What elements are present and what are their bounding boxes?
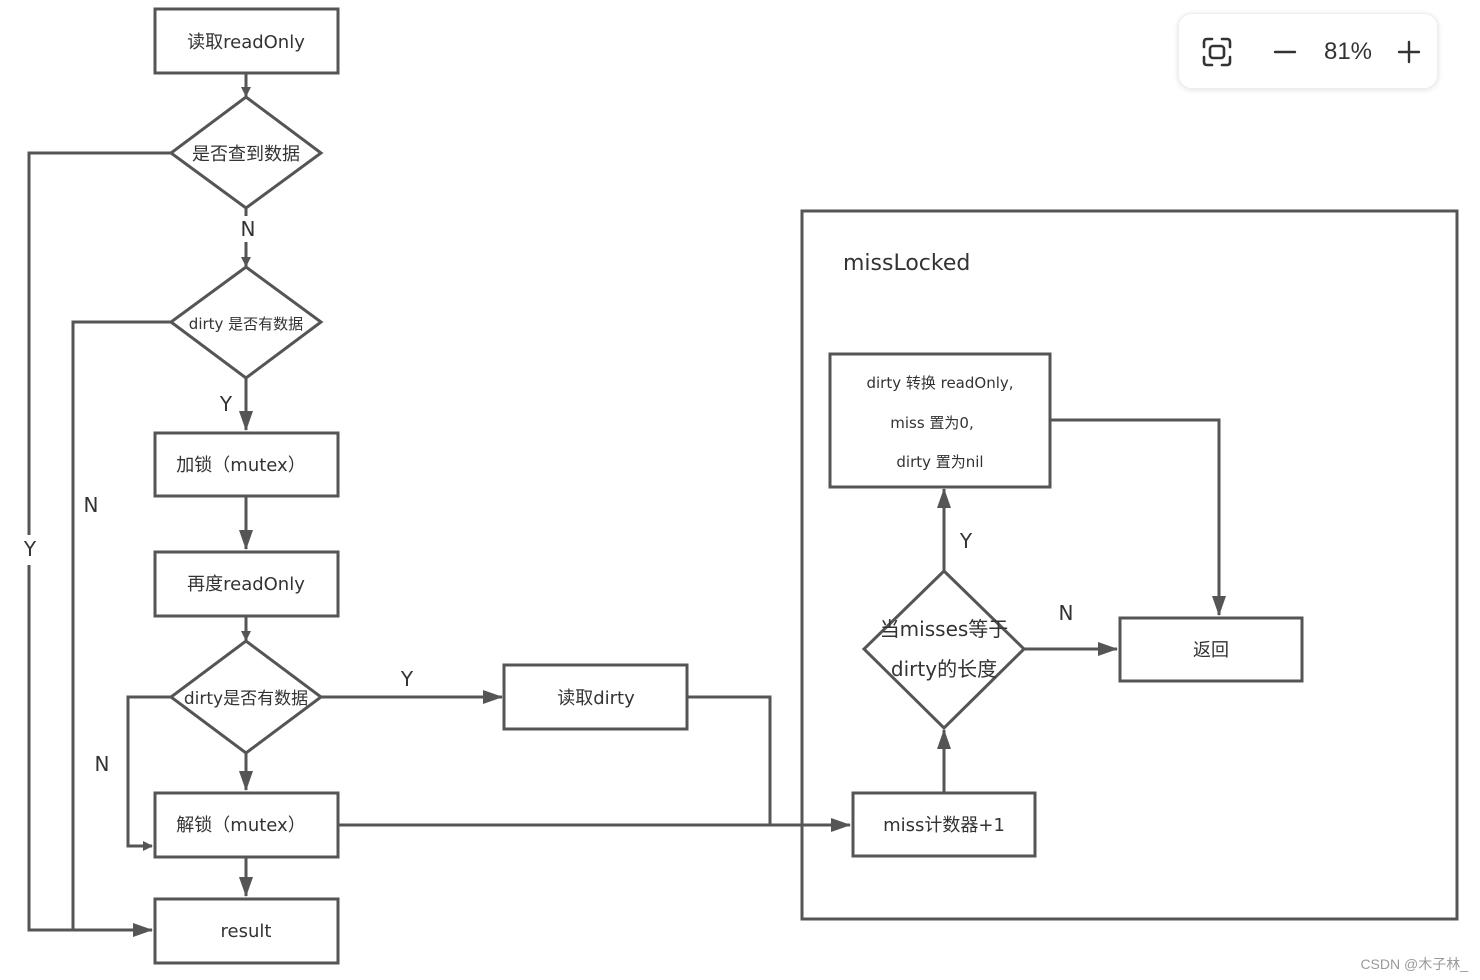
zoom-out-button[interactable]: [1265, 32, 1305, 72]
fit-screen-icon: [1202, 37, 1232, 67]
label-found-yes: Y: [23, 537, 37, 561]
label-dirty2-no: N: [95, 752, 110, 776]
watermark: CSDN @木子林_: [1360, 956, 1468, 972]
node-found-data-label: 是否查到数据: [192, 144, 300, 165]
node-result-label: result: [221, 921, 272, 942]
node-dirty-has-data: [168, 265, 324, 380]
label-dirty-no: N: [84, 493, 99, 517]
node-dirty-has-data-2-label: dirty是否有数据: [184, 689, 308, 709]
node-promote-dirty-label-2: miss 置为0,: [890, 414, 974, 432]
node-miss-counter-label: miss计数器+1: [883, 815, 1005, 836]
misslocked-group: [800, 209, 1459, 921]
edges: [27, 73, 1226, 937]
node-result: [153, 897, 340, 965]
node-read-readonly-label: 读取readOnly: [187, 32, 305, 53]
plus-icon: [1397, 40, 1421, 64]
node-reread-readonly: [153, 550, 340, 618]
fit-screen-button[interactable]: [1197, 32, 1237, 72]
node-lock-mutex-label: 加锁（mutex）: [176, 455, 305, 476]
node-promote-dirty-label-3: dirty 置为nil: [896, 453, 983, 471]
node-dirty-has-data-label: dirty 是否有数据: [189, 315, 303, 333]
node-promote-dirty-label-1: dirty 转换 readOnly,: [866, 374, 1013, 392]
label-found-no: N: [241, 217, 256, 241]
node-found-data: [168, 95, 324, 210]
label-dirty2-yes: Y: [400, 667, 414, 691]
label-dirty-yes: Y: [219, 392, 233, 416]
minus-icon: [1273, 50, 1297, 54]
node-dirty-has-data-2: [168, 639, 324, 755]
node-miss-counter: [851, 791, 1037, 858]
zoom-in-button[interactable]: [1389, 32, 1429, 72]
node-read-dirty: [502, 663, 689, 731]
zoom-toolbar: 81%: [1178, 13, 1438, 89]
edge-readdirty-to-miss: [688, 695, 772, 825]
node-return-label: 返回: [1193, 640, 1229, 661]
node-unlock-mutex-label: 解锁（mutex）: [176, 815, 305, 836]
edge-promote-to-return: [1051, 418, 1226, 616]
node-return: [1118, 616, 1304, 683]
node-misses-eq-label-2: dirty的长度: [891, 657, 997, 681]
node-read-dirty-label: 读取dirty: [557, 688, 635, 709]
node-reread-readonly-label: 再度readOnly: [187, 574, 305, 595]
node-misses-eq: [861, 568, 1027, 731]
node-misses-eq-label-1: 当misses等于: [880, 617, 1009, 641]
edge-dirty2-no-to-unlock: [126, 695, 171, 851]
zoom-level: 81%: [1323, 38, 1373, 65]
node-promote-dirty: [828, 352, 1052, 489]
node-lock-mutex: [153, 431, 340, 498]
node-read-readonly: [153, 7, 340, 75]
edge-dirty-no-to-result: [71, 320, 171, 930]
misslocked-group-title: missLocked: [843, 251, 970, 276]
label-misses-no: N: [1059, 601, 1074, 625]
node-unlock-mutex: [153, 791, 340, 859]
edge-found-yes-to-result: [27, 151, 171, 937]
label-misses-yes: Y: [959, 529, 973, 553]
